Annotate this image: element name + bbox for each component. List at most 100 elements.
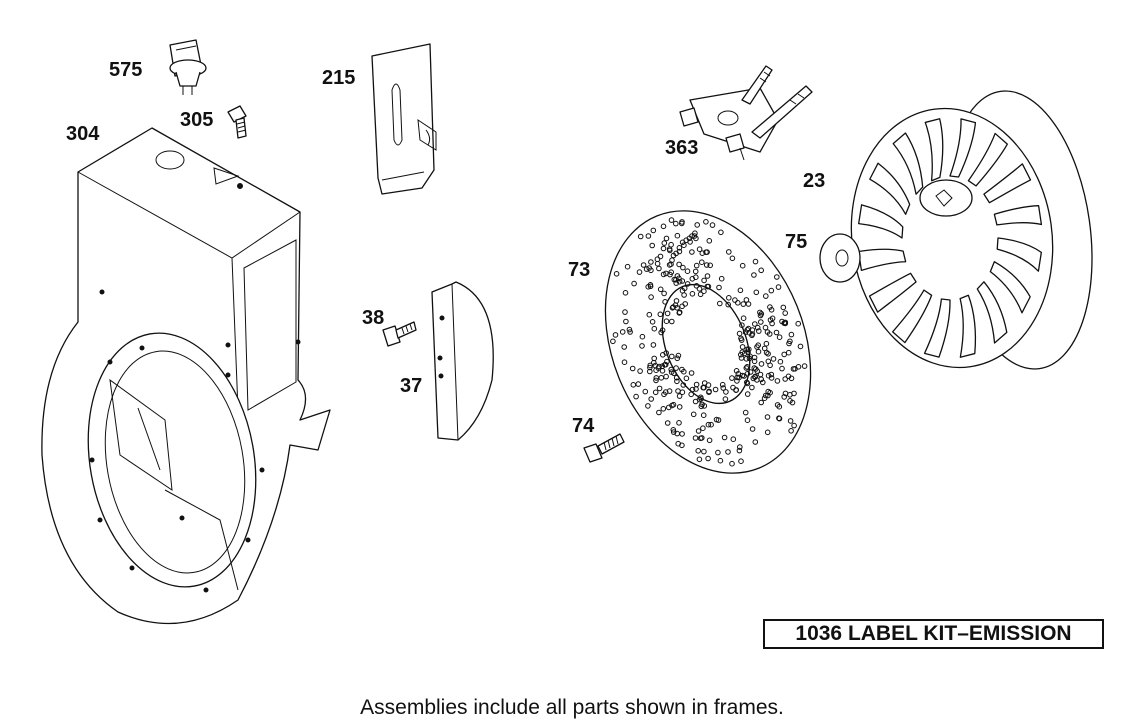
mesh-hole [639,343,645,349]
mesh-hole [621,344,628,350]
mesh-hole [679,431,685,437]
mesh-hole [780,304,787,311]
mesh-hole [661,290,667,297]
mesh-hole [761,345,768,352]
mesh-hole [712,386,719,393]
mesh-hole [670,401,677,408]
mesh-hole [664,310,671,317]
screw-part-305 [227,105,247,139]
mesh-hole [699,259,705,266]
mesh-hole [767,304,773,310]
mesh-hole [716,284,722,291]
mesh-hole [740,315,747,322]
mesh-hole [666,388,673,394]
mesh-hole [764,329,771,335]
mesh-hole [751,365,758,371]
mesh-hole [692,230,698,236]
mesh-hole [648,259,654,265]
mesh-hole [752,439,759,445]
flywheel-fin [923,298,951,358]
mesh-hole [661,391,667,398]
mesh-hole [739,322,745,329]
mesh-hole [707,262,714,269]
mesh-hole [758,311,765,317]
mesh-hole [668,261,674,268]
mesh-hole [709,222,716,228]
mesh-hole [670,304,677,310]
callout-38: 38 [362,307,385,329]
mesh-hole [751,358,758,365]
callout-73: 73 [568,259,591,281]
mesh-hole [651,325,658,332]
washer-part-75 [819,233,861,283]
mesh-hole [657,253,664,260]
mesh-hole [703,219,709,225]
mesh-hole [673,298,680,304]
mesh-hole [661,362,668,368]
mesh-hole [791,390,797,397]
mesh-hole [737,287,744,294]
mesh-hole [653,375,660,381]
assemblies-footnote: Assemblies include all parts shown in fr… [360,696,784,719]
flywheel-part-23 [850,90,1093,370]
mesh-hole [676,420,682,426]
mesh-hole [788,428,794,434]
flywheel-fin [989,261,1031,314]
mesh-hole [653,377,659,384]
mesh-hole [635,381,642,387]
mesh-hole [673,280,680,286]
flywheel-fin [983,163,1032,204]
mesh-hole [693,262,700,269]
screw-part-38 [382,321,417,347]
mesh-hole [738,355,745,361]
mesh-hole [745,325,752,332]
mesh-hole [733,387,739,394]
mesh-hole [645,403,651,409]
mesh-hole [737,444,743,450]
mesh-hole [739,262,746,269]
mesh-hole [676,261,682,268]
mesh-hole [694,222,701,228]
mesh-hole [660,406,667,412]
flywheel-fin [949,118,977,178]
mesh-hole [734,378,740,384]
mesh-hole [777,358,784,365]
mesh-hole [767,389,773,396]
flywheel-fin [892,289,933,344]
mesh-hole [726,249,732,255]
mesh-hole [761,395,768,402]
mesh-hole [659,368,666,374]
mesh-hole [729,255,736,262]
mesh-hole [730,436,737,443]
mesh-hole [674,355,681,362]
mesh-hole [650,227,657,234]
mesh-hole [743,365,750,371]
mesh-hole [651,355,658,362]
mesh-hole [741,350,748,357]
mesh-hole [693,235,699,242]
mesh-hole [752,373,759,380]
mesh-hole [729,375,735,381]
mesh-hole [752,258,759,265]
mesh-hole [692,435,699,441]
mesh-hole [790,366,797,372]
mesh-hole [701,448,707,455]
callout-37: 37 [400,375,423,397]
mesh-hole [669,318,675,325]
mesh-hole [673,365,679,371]
shield-part-37 [431,281,494,441]
mesh-hole [666,404,672,411]
mesh-hole [791,422,797,429]
mesh-hole [663,318,670,325]
mesh-hole [693,283,700,289]
mesh-hole [631,280,637,287]
mesh-hole [647,368,653,375]
mesh-hole [758,267,765,274]
mesh-hole [622,290,629,296]
mesh-hole [764,414,771,420]
mesh-hole [795,320,802,327]
switch-part-575 [169,39,207,95]
mesh-hole [705,421,712,428]
mesh-hole [693,386,699,392]
mesh-hole [680,264,686,271]
